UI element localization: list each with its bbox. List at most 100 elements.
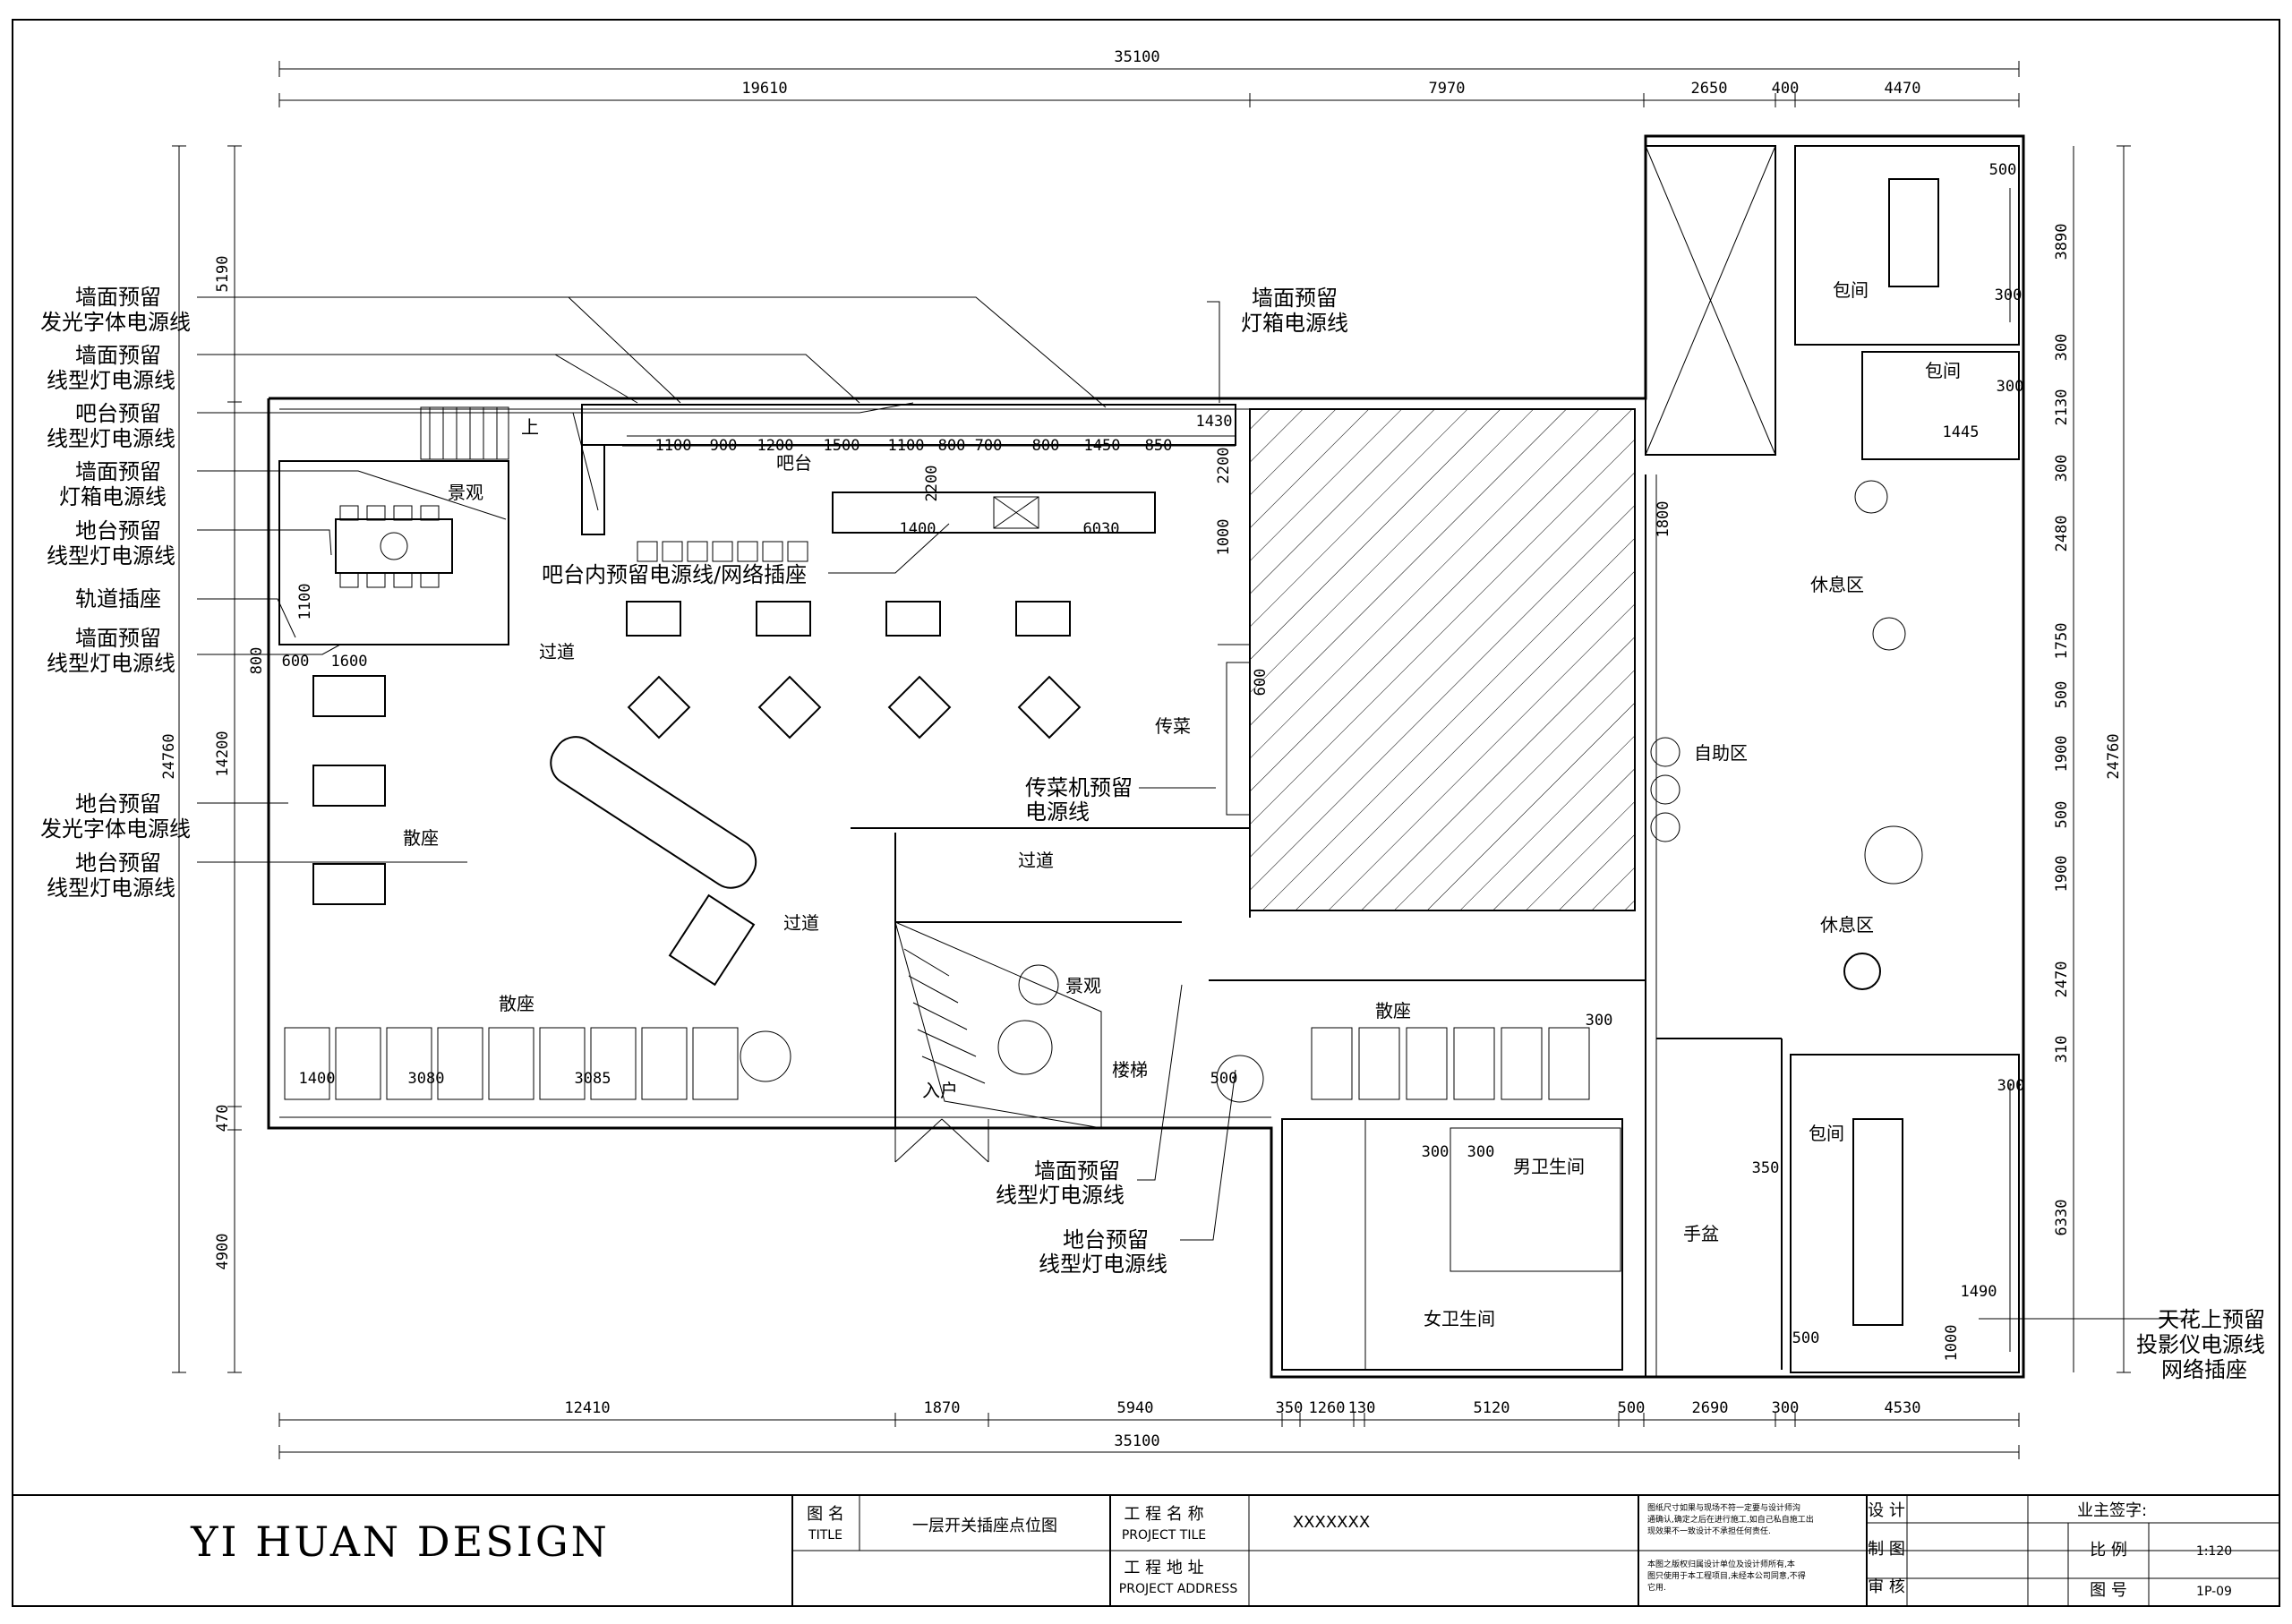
dim-right-12: 310 xyxy=(2053,1036,2071,1064)
dim-right-5: 2480 xyxy=(2053,516,2071,552)
room-mens-wc: 男卫生间 xyxy=(1513,1156,1585,1177)
callout-bar: 吧台内预留电源线/网络插座 xyxy=(542,562,807,587)
room-seats-1: 散座 xyxy=(403,827,439,849)
project-name: XXXXXXX xyxy=(1293,1513,1370,1532)
room-private-3: 包间 xyxy=(1809,1123,1844,1144)
dim-top-2: 7970 xyxy=(1429,80,1466,98)
misc-dim-20: 500 xyxy=(1989,161,2017,179)
dim-bottom-1: 12410 xyxy=(564,1399,610,1417)
misc-dim-3: 1000 xyxy=(1215,519,1233,556)
room-washbasin: 手盆 xyxy=(1683,1223,1719,1244)
bar-dim-11: 1430 xyxy=(1196,413,1233,431)
note1-line2: 通确认,确定之后在进行施工,如自己私自施工出 xyxy=(1647,1514,1814,1525)
room-buffet: 自助区 xyxy=(1694,742,1748,764)
callout-right-line1: 天花上预留 xyxy=(2158,1307,2265,1332)
room-seats-2: 散座 xyxy=(499,993,535,1014)
furniture-dining-table-1 xyxy=(335,505,453,588)
misc-dim-21: 300 xyxy=(1995,286,2023,304)
dim-bottom-10: 300 xyxy=(1772,1399,1800,1417)
misc-dim-18: 300 xyxy=(1467,1143,1495,1161)
room-private-2: 包间 xyxy=(1925,360,1961,381)
label-address-cn: 工 程 地 址 xyxy=(1124,1559,1203,1577)
dim-bottom-4: 350 xyxy=(1276,1399,1304,1417)
furniture-private-room-tables xyxy=(1843,178,1939,1326)
bar-dim-3: 1200 xyxy=(757,437,794,455)
dim-bottom-7: 5120 xyxy=(1474,1399,1510,1417)
misc-dim-26: 350 xyxy=(1752,1159,1780,1177)
misc-dim-23: 1490 xyxy=(1961,1283,1997,1301)
number-value: 1P-09 xyxy=(2196,1585,2232,1599)
callout-left-6: 轨道插座 xyxy=(75,586,161,611)
dim-right-2: 300 xyxy=(2053,334,2071,362)
callout-left-5-line2: 线型灯电源线 xyxy=(47,543,175,568)
misc-dim-27: 300 xyxy=(1997,1077,2025,1095)
stair-shaft xyxy=(1645,145,1776,456)
drawing-title: 一层开关插座点位图 xyxy=(912,1517,1057,1535)
callouts-left-group: 墙面预留 发光字体电源线 墙面预留 线型灯电源线 吧台预留 线型灯电源线 墙面预… xyxy=(40,285,191,901)
room-aisle-1: 过道 xyxy=(539,641,575,662)
interior-partitions xyxy=(278,460,1783,1371)
misc-dim-8: 600 xyxy=(282,653,310,671)
callout-left-3-line2: 线型灯电源线 xyxy=(47,426,175,451)
furniture-buffet-fans xyxy=(1650,737,1681,842)
callout-left-8-line1: 地台预留 xyxy=(75,791,161,816)
dimension-bottom-chain: 12410 1870 5940 350 1260 130 5120 500 26… xyxy=(278,1399,2020,1427)
note1-line1: 图纸尺寸如果与现场不符一定要与设计师沟 xyxy=(1647,1502,1800,1513)
dim-bottom-8: 500 xyxy=(1618,1399,1646,1417)
callout-right-line2: 投影仪电源线 xyxy=(2136,1332,2265,1357)
dim-right-8: 1900 xyxy=(2053,736,2071,773)
callout-left-8-line2: 发光字体电源线 xyxy=(40,816,191,842)
furniture-four-tops-row2 xyxy=(627,675,1082,739)
room-serving: 传菜 xyxy=(1155,715,1191,737)
misc-dim-25: 500 xyxy=(1792,1329,1820,1347)
dim-left-4: 4900 xyxy=(214,1234,232,1270)
dim-left-2: 14200 xyxy=(214,731,232,776)
room-landscape-2: 景观 xyxy=(1065,975,1101,996)
label-owner: 业主签字: xyxy=(2077,1501,2147,1520)
dim-bottom-3: 5940 xyxy=(1117,1399,1154,1417)
dim-right-10: 1900 xyxy=(2053,856,2071,893)
misc-dimensions: 2200 2200 1000 1800 1400 6030 1100 600 1… xyxy=(248,161,2024,1361)
callout-dumbwaiter-line2: 电源线 xyxy=(1025,799,1090,825)
callout-left-9-line1: 地台预留 xyxy=(75,850,161,876)
bar-dimensions: 1100 900 1200 1500 1100 800 700 800 1450… xyxy=(627,413,1236,455)
note2-line1: 本图之版权归属设计单位及设计师所有,本 xyxy=(1647,1559,1795,1569)
dim-top-5: 4470 xyxy=(1885,80,1921,98)
callout-top-line1: 墙面预留 xyxy=(1252,286,1338,311)
dim-bottom-total: 35100 xyxy=(1114,1432,1159,1450)
callout-left-1-line2: 发光字体电源线 xyxy=(40,310,191,335)
furniture-booth-row-left xyxy=(284,1027,739,1100)
dim-top-3: 2650 xyxy=(1691,80,1728,98)
dim-top-total: 35100 xyxy=(1114,48,1159,66)
dimension-bottom-total: 35100 xyxy=(278,1432,2020,1459)
bar-dim-10: 850 xyxy=(1145,437,1173,455)
callout-left-7-line2: 线型灯电源线 xyxy=(47,651,175,676)
dim-bottom-6: 130 xyxy=(1348,1399,1376,1417)
misc-dim-24: 1000 xyxy=(1943,1325,1961,1362)
room-aisle-3: 过道 xyxy=(783,912,819,934)
dim-right-7: 500 xyxy=(2053,681,2071,709)
label-title-cn: 图 名 xyxy=(807,1505,844,1524)
callout-top-line2: 灯箱电源线 xyxy=(1241,311,1348,336)
callout-left-5-line1: 地台预留 xyxy=(75,518,161,543)
misc-dim-11: 600 xyxy=(1252,669,1270,697)
stair-up-label: 上 xyxy=(521,416,539,438)
bar-dim-7: 700 xyxy=(975,437,1003,455)
label-drawing: 制 图 xyxy=(1868,1540,1905,1559)
callout-left-3-line1: 吧台预留 xyxy=(75,401,161,426)
callout-left-7-line1: 墙面预留 xyxy=(75,626,161,651)
kitchen-hatched-area xyxy=(1249,408,1636,911)
entrance-doors xyxy=(894,1118,989,1163)
bar-dim-2: 900 xyxy=(710,437,738,455)
misc-dim-13: 3080 xyxy=(408,1070,445,1088)
misc-dim-4: 1800 xyxy=(1655,501,1672,538)
bar-dim-5: 1100 xyxy=(888,437,925,455)
furniture-bar-stools xyxy=(637,541,808,562)
scale-value: 1:120 xyxy=(2196,1544,2232,1559)
dim-left-total: 24760 xyxy=(160,733,178,779)
furniture-four-tops-row1 xyxy=(626,601,1071,637)
misc-dim-5: 1400 xyxy=(900,520,936,538)
plants-decor xyxy=(740,825,1923,1103)
dim-right-11: 2470 xyxy=(2053,962,2071,998)
